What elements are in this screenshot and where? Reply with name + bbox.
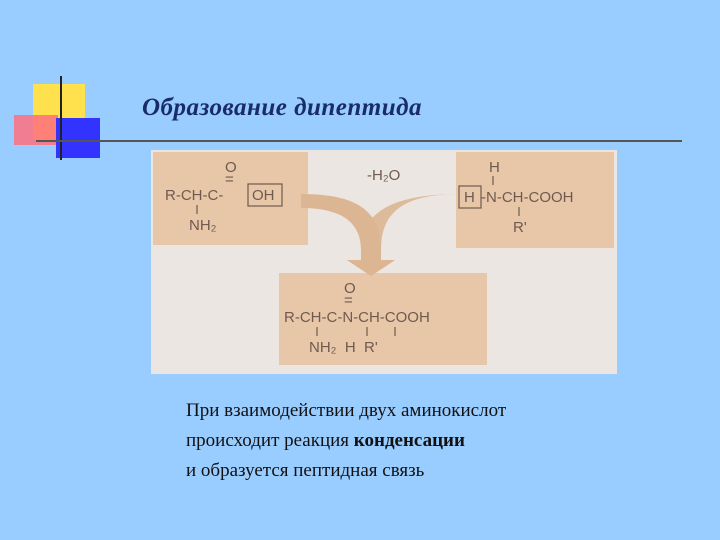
explanation-line-3: и образуется пептидная связь xyxy=(186,460,425,481)
reaction-diagram: O = R-CH-C- OH NH₂ -H₂O H H -N-CH-COOH R… xyxy=(153,152,614,365)
product-oxygen: O xyxy=(344,280,356,297)
product-box xyxy=(279,273,487,365)
dipeptide-reaction-figure: O = R-CH-C- OH NH₂ -H₂O H H -N-CH-COOH R… xyxy=(151,150,617,374)
decor-vertical-line xyxy=(60,76,62,160)
r1-oxygen: O xyxy=(225,159,237,176)
r1-oh-box xyxy=(247,183,283,207)
product-double-bond: = xyxy=(344,292,353,309)
r1-main-chain: R-CH-C- xyxy=(165,187,223,204)
slide-title: Образование дипептида xyxy=(142,94,423,121)
r2-top-hydrogen: H xyxy=(489,159,500,176)
product-main-chain: R-CH-C-N-CH-COOH xyxy=(284,309,430,326)
condensation-term: конденсации xyxy=(353,430,465,451)
r1-double-bond: = xyxy=(225,171,234,188)
title-underline xyxy=(36,140,682,142)
explanation-text: При взаимодействии двух аминокислот прои… xyxy=(186,396,506,486)
r2-boxed-hydrogen: H xyxy=(464,189,475,206)
reactant2-box xyxy=(456,152,614,248)
r2-side-chain: R' xyxy=(513,219,527,236)
decor-blue-square xyxy=(56,118,100,158)
product-substituents: NH₂ H R' xyxy=(309,339,378,356)
r1-amino-group: NH₂ xyxy=(189,217,217,234)
r1-hydroxyl: OH xyxy=(252,187,275,204)
arrow-right-branch xyxy=(347,194,461,276)
water-elimination-label: -H₂O xyxy=(367,167,400,184)
explanation-line-1: При взаимодействии двух аминокислот xyxy=(186,400,507,421)
explanation-line-2-prefix: происходит реакция xyxy=(186,430,354,451)
r2-main-chain: -N-CH-COOH xyxy=(481,189,573,206)
r2-h-box xyxy=(458,185,482,209)
explanation-line-2: происходит реакция конденсации xyxy=(186,426,506,456)
